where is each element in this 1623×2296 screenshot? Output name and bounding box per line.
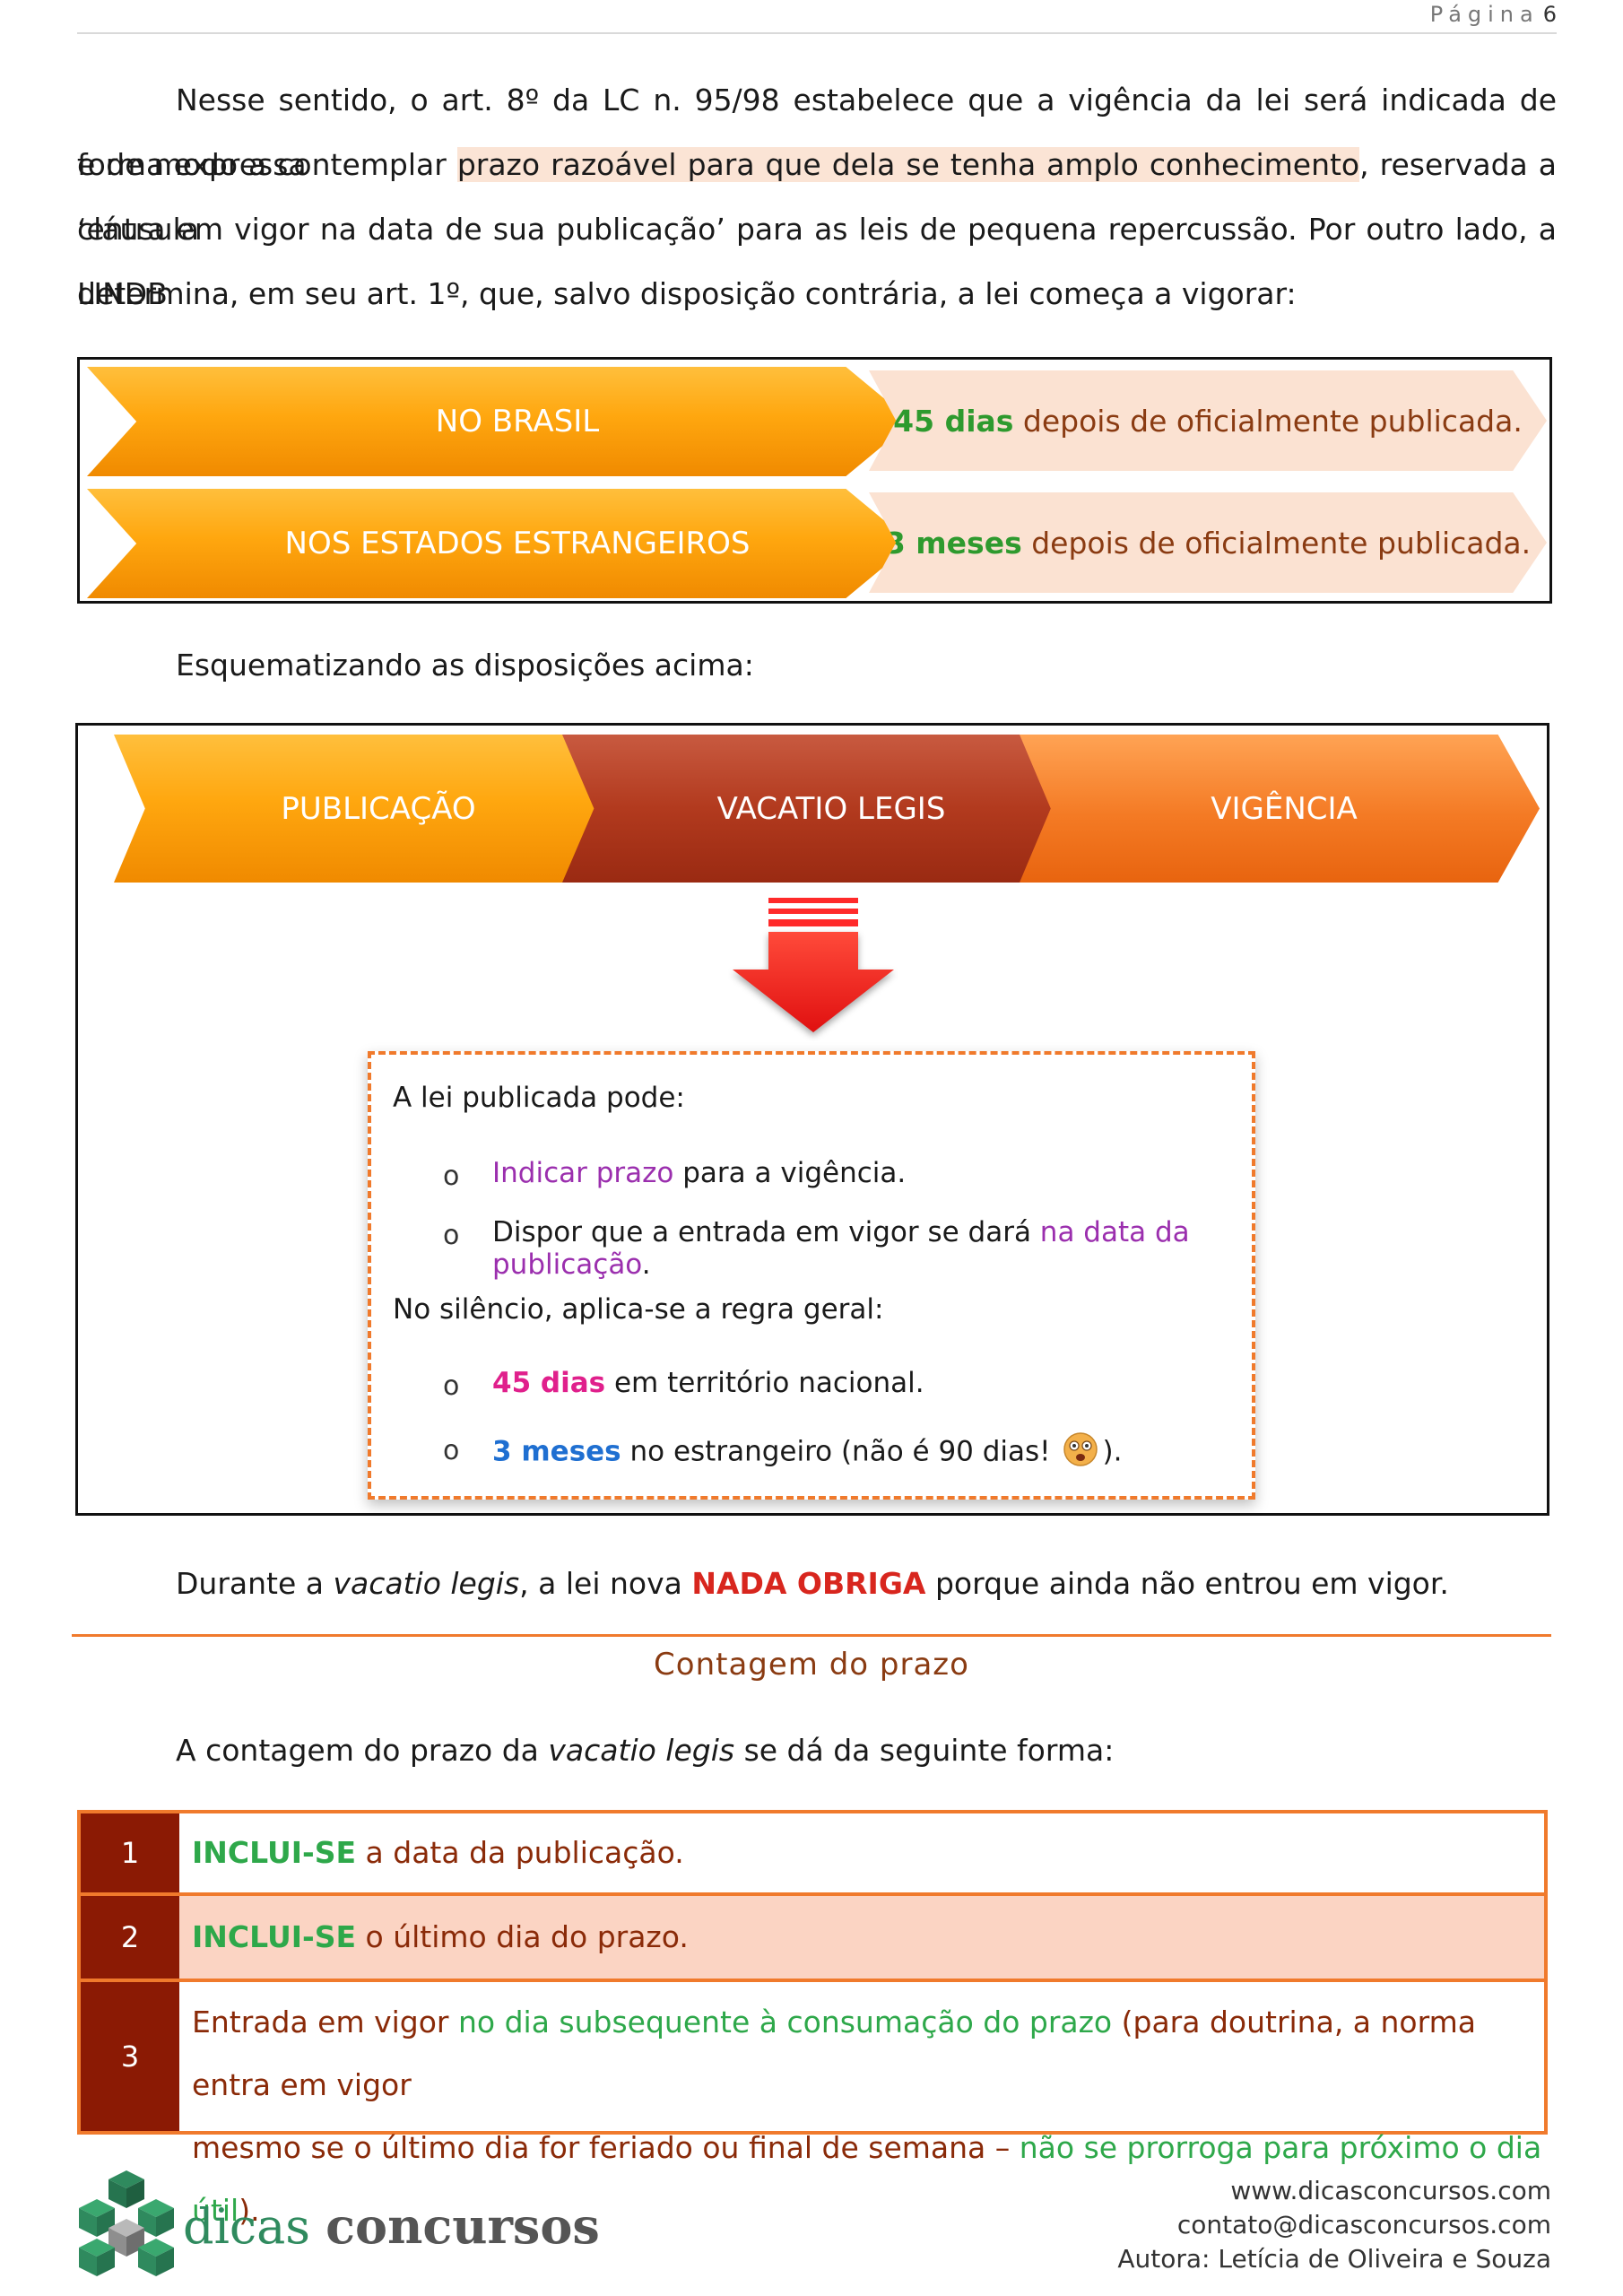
logo-cubes-icon (79, 2170, 174, 2276)
note-item-1: Indicar prazo para a vigência. (492, 1157, 907, 1189)
intro-line-4: determina, em seu art. 1º, que, salvo di… (77, 276, 1297, 311)
foreign-value: 3 meses depois de oficialmente publicada… (869, 492, 1547, 593)
flow-step-vigencia: VIGÊNCIA (1020, 735, 1540, 883)
schema-intro: Esquematizando as disposições acima: (176, 648, 754, 683)
note-title: A lei publicada pode: (393, 1082, 685, 1114)
count-table: 1 INCLUI-SE a data da publicação. 2 INCL… (77, 1810, 1548, 2228)
table-row: 3 Entrada em vigor no dia subsequente à … (81, 1982, 1544, 2228)
footer-author: Autora: Letícia de Oliveira e Souza (1117, 2244, 1551, 2274)
intro-line-2: e de modo a contemplar prazo razoável pa… (77, 147, 1557, 247)
note-item-2: Dispor que a entrada em vigor se dará na… (492, 1216, 1190, 1281)
down-arrow-icon (733, 898, 894, 1032)
bullet: o (443, 1370, 460, 1402)
note-silence: No silêncio, aplica-se a regra geral: (393, 1293, 884, 1326)
foreign-arrow: NOS ESTADOS ESTRANGEIROS (87, 489, 912, 598)
brazil-value: 45 dias depois de oficialmente publicada… (869, 370, 1547, 471)
highlighted-phrase: prazo razoável para que dela se tenha am… (456, 147, 1360, 182)
table-row: 1 INCLUI-SE a data da publicação. (81, 1813, 1544, 1896)
count-intro: A contagem do prazo da vacatio legis se … (176, 1733, 1115, 1768)
bullet: o (443, 1220, 460, 1251)
flow-step-publicacao: PUBLICAÇÃO (114, 735, 634, 883)
intro-line-3: ‘entra em vigor na data de sua publicaçã… (77, 212, 1557, 311)
footer-email: contato@dicasconcursos.com (1176, 2210, 1551, 2239)
brazil-arrow: NO BRASIL (87, 367, 912, 476)
note-item-4: 3 meses no estrangeiro (não é 90 dias! )… (492, 1431, 1122, 1474)
nada-obriga: NADA OBRIGA (691, 1566, 926, 1601)
note-box: A lei publicada pode: o Indicar prazo pa… (368, 1051, 1255, 1500)
intro-line-1: Nesse sentido, o art. 8º da LC n. 95/98 … (77, 83, 1557, 182)
brand-name: dicas concursos (183, 2197, 600, 2255)
flow-box: PUBLICAÇÃO VACATIO LEGIS VIGÊNCIA (75, 723, 1549, 1516)
table-row: 2 INCLUI-SE o último dia do prazo. (81, 1896, 1544, 1982)
bullet: o (443, 1435, 460, 1466)
bullet: o (443, 1161, 460, 1192)
vacatio-line: Durante a vacatio legis, a lei nova NADA… (176, 1566, 1449, 1601)
footer-site: www.dicasconcursos.com (1230, 2176, 1551, 2205)
flow-step-vacatio: VACATIO LEGIS (562, 735, 1091, 883)
note-item-3: 45 dias em território nacional. (492, 1367, 924, 1399)
rule-box: NO BRASIL 45 dias depois de oficialmente… (77, 357, 1552, 604)
section-divider (72, 1634, 1551, 1637)
surprised-face-icon (1063, 1431, 1098, 1474)
section-title: Contagem do prazo (654, 1647, 969, 1683)
